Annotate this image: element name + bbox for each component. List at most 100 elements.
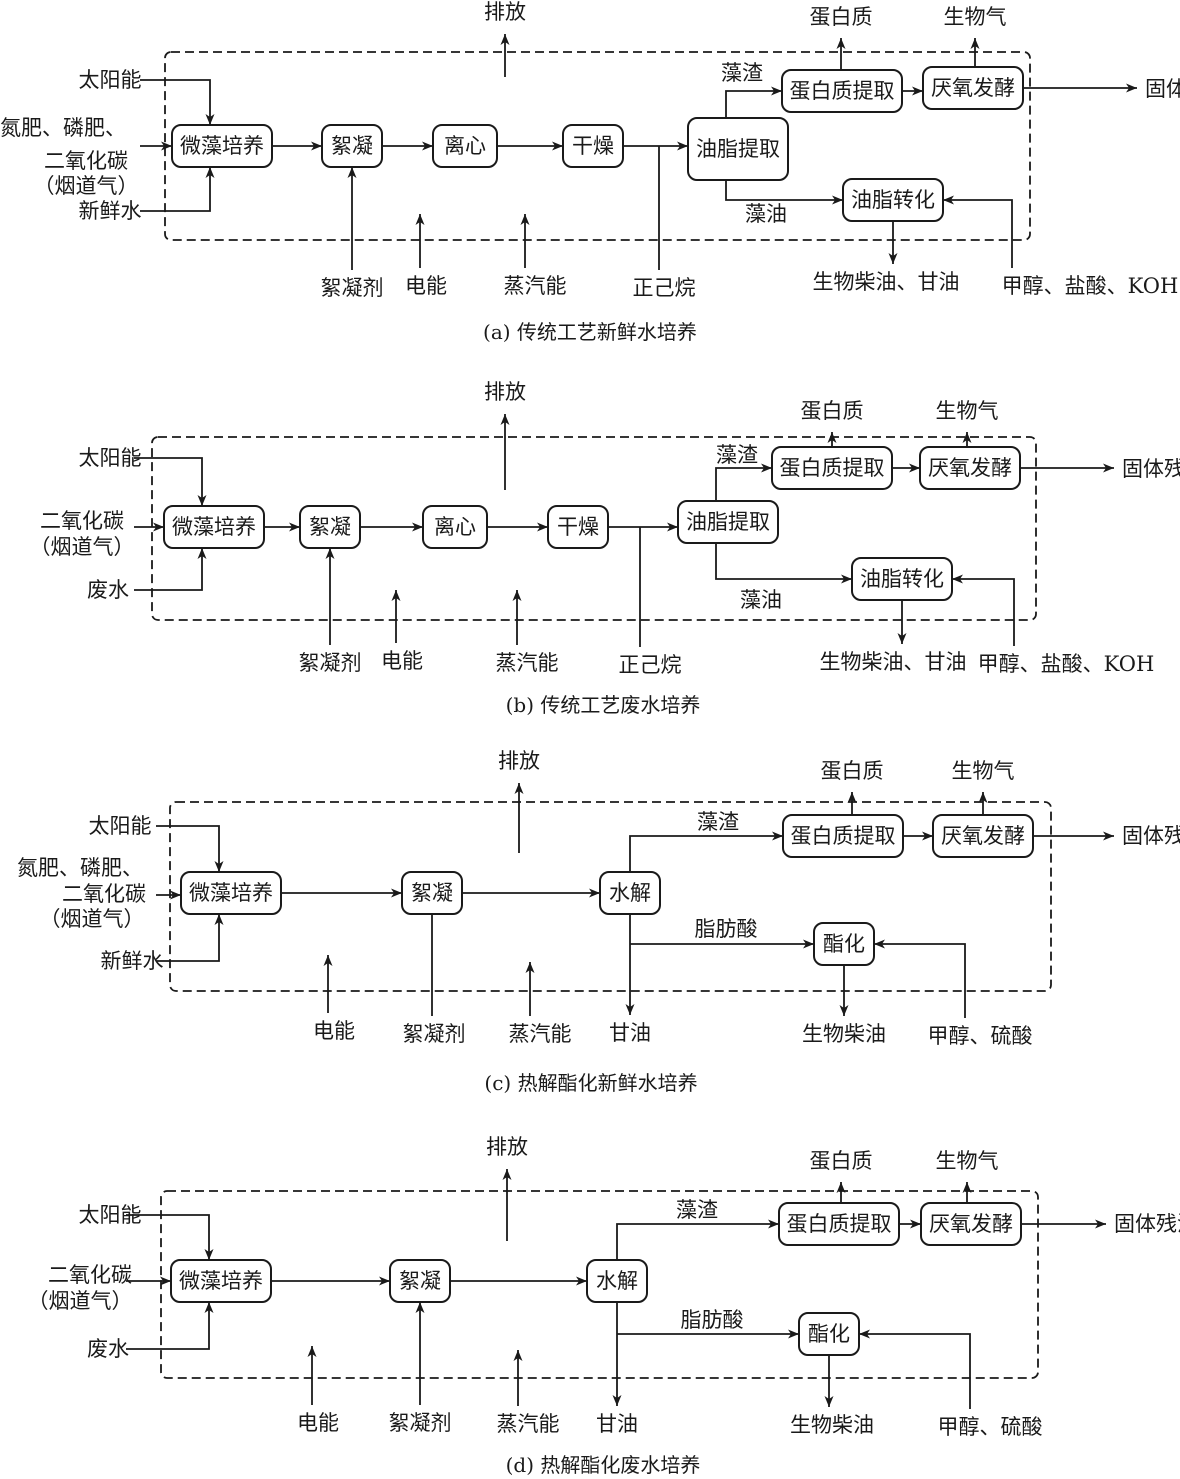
reagents-arrow	[874, 943, 966, 1018]
solid-residue-label: 固体残渣	[1122, 457, 1180, 481]
anaerobic-fermentation-step-label: 厌氧发酵	[931, 76, 1015, 100]
conversion-step-label: 油脂转化	[851, 188, 935, 212]
panel-caption: (c) 热解酯化新鲜水培养	[484, 1071, 697, 1095]
process-step: 微藻培养	[171, 124, 273, 168]
process-step-label: 微藻培养	[179, 1269, 263, 1293]
process-step-label: 絮凝	[411, 881, 453, 905]
arrowhead-icon	[1126, 83, 1137, 93]
arrowhead-icon	[912, 86, 923, 96]
arrowhead-icon	[1095, 1219, 1106, 1229]
process-step: 离心	[432, 124, 498, 168]
residue-arrow	[715, 467, 772, 501]
conversion-step-label: 油脂转化	[860, 567, 944, 591]
process-step-label: 絮凝	[331, 134, 373, 158]
arrowhead-icon	[289, 522, 300, 532]
arrowhead-icon	[537, 522, 548, 532]
input-elec-label: 电能	[381, 649, 423, 673]
protein-output-label: 蛋白质	[801, 399, 864, 423]
process-step: 干燥	[562, 124, 624, 168]
process-step-label: 微藻培养	[172, 515, 256, 539]
arrowhead-icon	[859, 1329, 870, 1339]
biodiesel-output-label: 生物柴油	[790, 1413, 874, 1437]
process-step-frame	[677, 500, 779, 544]
solar-energy-label: 太阳能	[79, 68, 142, 92]
protein-output-label: 蛋白质	[810, 1149, 873, 1173]
fatty-acid-label: 脂肪酸	[681, 1308, 744, 1332]
residue-arrow	[629, 835, 783, 872]
water-label: 废水	[87, 578, 129, 602]
anaerobic-fermentation-step-label: 厌氧发酵	[941, 824, 1025, 848]
protein-extraction-step-label: 蛋白质提取	[787, 1212, 892, 1236]
panel-caption: (a) 传统工艺新鲜水培养	[483, 320, 697, 344]
reagents-label: 甲醇、盐酸、KOH	[978, 652, 1155, 676]
algae-residue-label: 藻渣	[716, 443, 758, 467]
water-arrow	[134, 548, 203, 591]
conversion-step-label: 酯化	[823, 932, 865, 956]
system-boundary	[169, 801, 1052, 992]
panel-d: 排放微藻培养絮凝水解太阳能二氧化碳（烟道气）废水蛋白质提取厌氧发酵藻渣蛋白质生物…	[28, 1135, 1180, 1477]
algae-residue-label: 藻渣	[697, 810, 739, 834]
reagents-label: 甲醇、盐酸、KOH	[1002, 274, 1179, 298]
arrowhead-icon	[347, 167, 357, 178]
biodiesel-output-label: 生物柴油	[802, 1022, 886, 1046]
reagents-label: 甲醇、硫酸	[938, 1415, 1043, 1439]
nutrient-label: 氮肥、磷肥、	[0, 116, 126, 140]
arrowhead-icon	[836, 1182, 846, 1193]
input-floc-label: 絮凝剂	[321, 276, 384, 300]
anaerobic-fermentation-step: 厌氧发酵	[922, 66, 1024, 110]
algae-residue-label: 藻渣	[676, 1198, 718, 1222]
arrowhead-icon	[677, 141, 688, 151]
arrowhead-icon	[204, 1249, 214, 1260]
arrowhead-icon	[205, 114, 215, 125]
reagents-arrow	[859, 1333, 971, 1409]
conversion-step-label: 酯化	[808, 1322, 850, 1346]
biodiesel-output-label: 生物柴油、甘油	[820, 650, 967, 674]
process-step-label: 微藻培养	[189, 881, 273, 905]
arrowhead-icon	[771, 86, 782, 96]
arrowhead-icon	[761, 463, 772, 473]
anaerobic-fermentation-step: 厌氧发酵	[920, 1202, 1022, 1246]
arrowhead-icon	[391, 888, 402, 898]
residue-arrow	[725, 90, 782, 118]
input-hex-label: 正己烷	[633, 276, 696, 300]
arrowhead-icon	[214, 914, 224, 925]
oil-arrow	[715, 543, 852, 580]
arrowhead-icon	[962, 1182, 972, 1193]
anaerobic-fermentation-step-label: 厌氧发酵	[929, 1212, 1013, 1236]
panel-caption: (b) 传统工艺废水培养	[506, 693, 701, 717]
arrowhead-icon	[612, 1395, 622, 1406]
arrowhead-icon	[412, 522, 423, 532]
protein-extraction-step: 蛋白质提取	[778, 1202, 900, 1246]
conversion-step: 油脂转化	[851, 557, 953, 601]
arrowhead-icon	[832, 195, 843, 205]
arrowhead-icon	[500, 414, 510, 425]
system-boundary	[164, 51, 1031, 241]
protein-output-label: 蛋白质	[821, 759, 884, 783]
arrowhead-icon	[943, 195, 954, 205]
input-floc-label: 絮凝剂	[389, 1411, 452, 1435]
process-step: 干燥	[547, 505, 609, 549]
system-boundary	[151, 436, 1037, 621]
solar-energy-label: 太阳能	[79, 446, 142, 470]
arrowhead-icon	[512, 590, 522, 601]
solar-arrow	[134, 457, 203, 506]
glycerol-label: 甘油	[609, 1021, 651, 1045]
water-arrow	[126, 1302, 210, 1350]
arrowhead-icon	[160, 1276, 171, 1286]
protein-extraction-step-label: 蛋白质提取	[791, 824, 896, 848]
process-step-label: 油脂提取	[686, 510, 770, 534]
process-step: 油脂提取	[677, 500, 779, 544]
panel-a: 排放微藻培养絮凝离心干燥油脂提取太阳能氮肥、磷肥、二氧化碳（烟道气）新鲜水蛋白质…	[0, 0, 1180, 344]
arrowhead-icon	[952, 574, 963, 584]
panel-c: 排放微藻培养絮凝水解太阳能氮肥、磷肥、二氧化碳（烟道气）新鲜水蛋白质提取厌氧发酵…	[17, 749, 1180, 1095]
arrowhead-icon	[311, 141, 322, 151]
arrowhead-icon	[962, 432, 972, 443]
arrowhead-icon	[827, 432, 837, 443]
arrowhead-icon	[836, 38, 846, 49]
nutrient-label: （烟道气）	[28, 1289, 133, 1313]
arrowhead-icon	[841, 574, 852, 584]
arrowhead-icon	[909, 463, 920, 473]
arrowhead-icon	[576, 1276, 587, 1286]
emission-label: 排放	[498, 749, 540, 773]
arrowhead-icon	[204, 1302, 214, 1313]
